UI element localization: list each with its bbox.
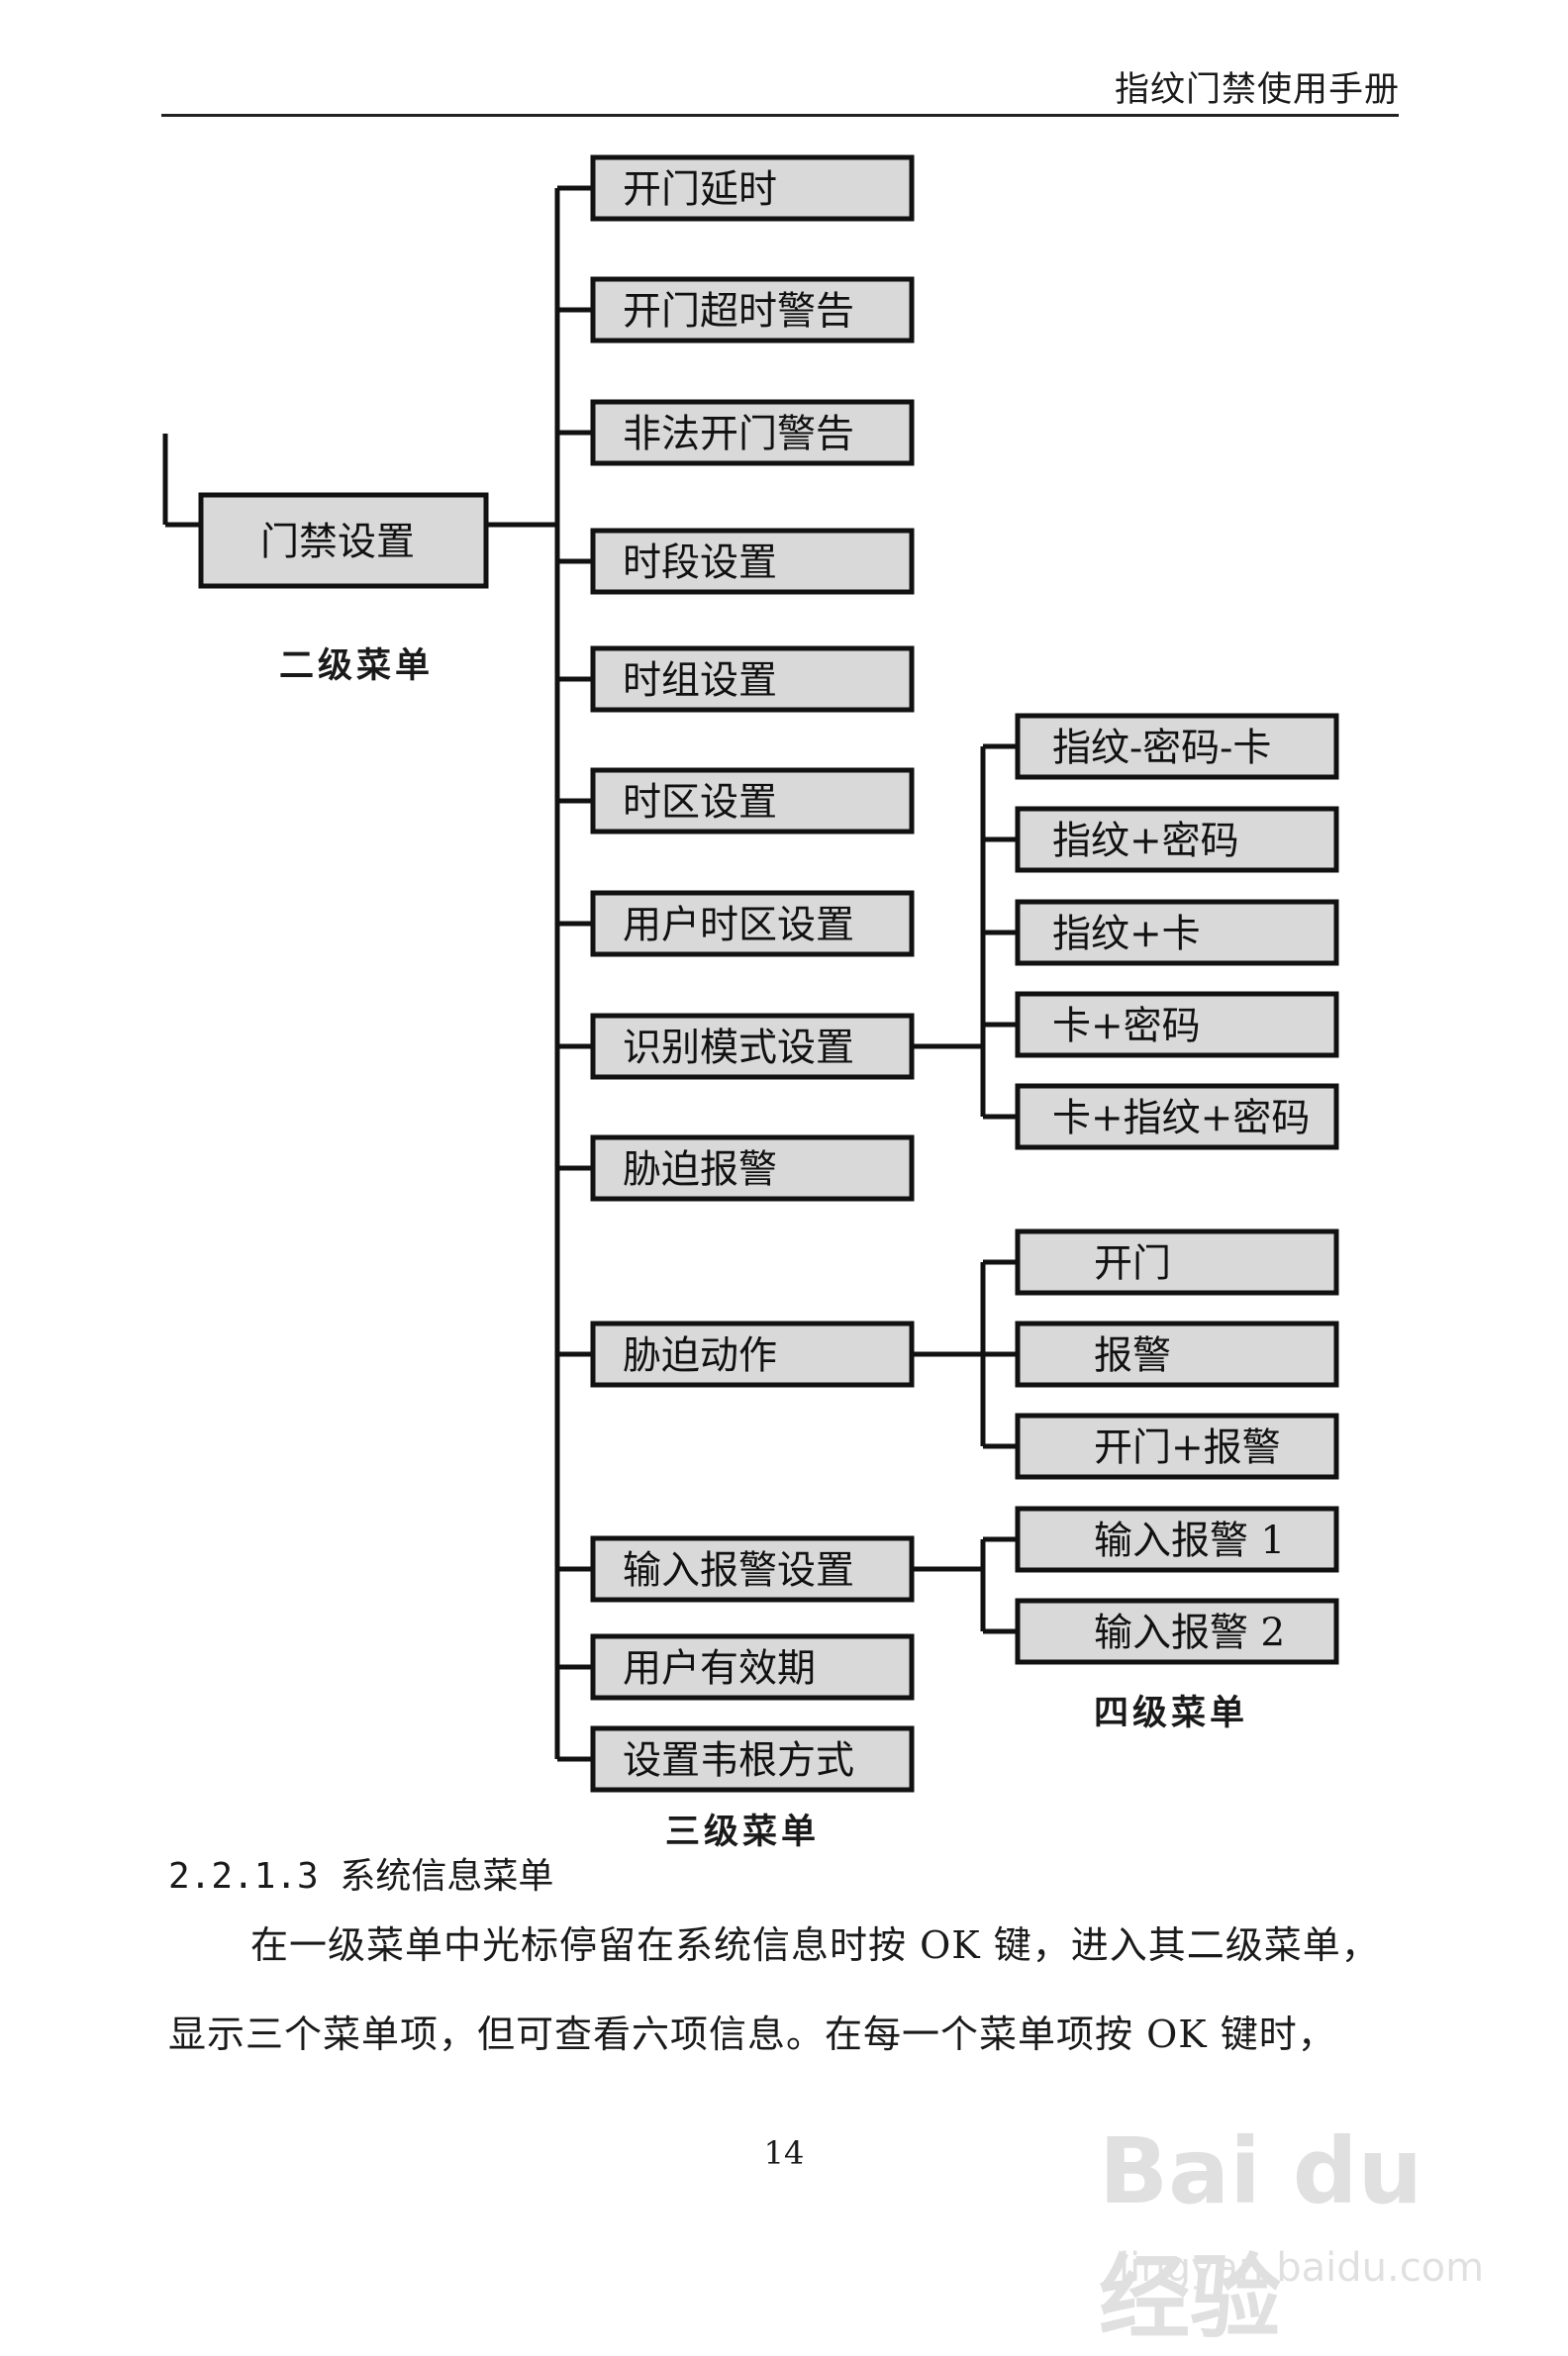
level4-caption: 四级菜单 xyxy=(1094,1693,1249,1733)
level3-item-10: 胁迫动作 xyxy=(590,1321,915,1388)
level3-item-5-box xyxy=(590,645,915,713)
recognition-mode-item-5-label: 卡+指纹+密码 xyxy=(1052,1097,1310,1141)
duress-action-item-3-label: 开门+报警 xyxy=(1094,1426,1281,1471)
duress-action-item-2: 报警 xyxy=(1015,1321,1339,1388)
input-alarm-item-2: 输入报警 2 xyxy=(1015,1598,1339,1665)
level3-item-5: 时组设置 xyxy=(590,645,915,713)
input-alarm-item-1-label: 输入报警 1 xyxy=(1094,1520,1285,1564)
recognition-mode-item-2: 指纹+密码 xyxy=(1015,806,1339,873)
level3-item-4: 时段设置 xyxy=(590,528,915,595)
menu-tree-diagram: 门禁设置 开门延时开门超时警告非法开门警告时段设置时组设置时区设置用户时区设置识别… xyxy=(162,154,1339,1793)
watermark-url: jingyan.baidu.com xyxy=(1119,2245,1485,2291)
input-alarm-item-2-label: 输入报警 2 xyxy=(1094,1612,1285,1656)
recognition-mode-item-5: 卡+指纹+密码 xyxy=(1015,1083,1339,1150)
level3-item-2: 开门超时警告 xyxy=(590,276,915,344)
recognition-mode-item-2-label: 指纹+密码 xyxy=(1052,820,1239,864)
level3-item-1-box xyxy=(590,154,915,222)
level3-item-11-label: 输入报警设置 xyxy=(623,1549,854,1594)
level3-item-12-label: 用户有效期 xyxy=(623,1647,816,1692)
level3-item-6-label: 时区设置 xyxy=(623,781,777,826)
watermark: Bai du 经验 jingyan.baidu.com xyxy=(1099,2099,1495,2351)
level3-item-13-label: 设置韦根方式 xyxy=(623,1739,854,1784)
level3-item-2-label: 开门超时警告 xyxy=(623,290,854,335)
level3-item-8: 识别模式设置 xyxy=(590,1013,915,1080)
level3-item-13: 设置韦根方式 xyxy=(590,1725,915,1793)
input-alarm-item-2-box xyxy=(1015,1598,1339,1665)
level3-item-7: 用户时区设置 xyxy=(590,890,915,957)
watermark-logo-text: Bai du 经验 xyxy=(1099,2118,1423,2351)
recognition-mode-item-1: 指纹-密码-卡 xyxy=(1015,713,1339,780)
recognition-mode-item-1-box xyxy=(1015,713,1339,780)
level3-item-10-label: 胁迫动作 xyxy=(623,1334,777,1379)
level2-node-access-control-label: 门禁设置 xyxy=(260,521,415,565)
level2-node-access-control: 门禁设置 xyxy=(198,492,489,589)
recognition-mode-item-4: 卡+密码 xyxy=(1015,991,1339,1058)
level3-item-9: 胁迫报警 xyxy=(590,1134,915,1202)
recognition-mode-item-5-box xyxy=(1015,1083,1339,1150)
level3-item-11-box xyxy=(590,1535,915,1603)
level3-item-2-box xyxy=(590,276,915,344)
level3-item-1: 开门延时 xyxy=(590,154,915,222)
level3-item-3-box xyxy=(590,399,915,466)
recognition-mode-item-3-box xyxy=(1015,899,1339,966)
level3-item-3-label: 非法开门警告 xyxy=(623,413,854,457)
level3-item-12-box xyxy=(590,1633,915,1701)
duress-action-item-2-box xyxy=(1015,1321,1339,1388)
level3-item-4-label: 时段设置 xyxy=(623,541,777,586)
level3-item-3: 非法开门警告 xyxy=(590,399,915,466)
level3-item-12: 用户有效期 xyxy=(590,1633,915,1701)
level3-caption: 三级菜单 xyxy=(665,1812,821,1852)
input-alarm-item-1: 输入报警 1 xyxy=(1015,1506,1339,1573)
section-heading: 2.2.1.3 系统信息菜单 xyxy=(168,1856,554,1897)
level3-item-7-label: 用户时区设置 xyxy=(623,904,854,948)
recognition-mode-item-1-label: 指纹-密码-卡 xyxy=(1052,727,1271,771)
recognition-mode-item-4-box xyxy=(1015,991,1339,1058)
recognition-mode-item-2-box xyxy=(1015,806,1339,873)
level3-item-1-label: 开门延时 xyxy=(623,168,777,213)
page-number: 14 xyxy=(763,2134,805,2172)
level3-item-6: 时区设置 xyxy=(590,767,915,834)
level3-item-11: 输入报警设置 xyxy=(590,1535,915,1603)
duress-action-item-2-label: 报警 xyxy=(1094,1334,1171,1379)
duress-action-item-1: 开门 xyxy=(1015,1228,1339,1296)
level2-caption: 二级菜单 xyxy=(279,645,435,686)
recognition-mode-item-3: 指纹+卡 xyxy=(1015,899,1339,966)
level3-item-8-label: 识别模式设置 xyxy=(623,1027,854,1071)
header-divider xyxy=(161,114,1399,117)
duress-action-item-1-box xyxy=(1015,1228,1339,1296)
level2-node-access-control-box xyxy=(198,492,489,589)
level3-item-9-label: 胁迫报警 xyxy=(623,1148,777,1193)
input-alarm-item-1-box xyxy=(1015,1506,1339,1573)
level3-item-5-label: 时组设置 xyxy=(623,659,777,704)
paragraph-line-1: 在一级菜单中光标停留在系统信息时按 OK 键，进入其二级菜单， xyxy=(250,1923,1380,1967)
level3-item-13-box xyxy=(590,1725,915,1793)
duress-action-item-3-box xyxy=(1015,1413,1339,1480)
level3-item-4-box xyxy=(590,528,915,595)
level3-item-6-box xyxy=(590,767,915,834)
duress-action-item-3: 开门+报警 xyxy=(1015,1413,1339,1480)
level3-item-9-box xyxy=(590,1134,915,1202)
recognition-mode-item-4-label: 卡+密码 xyxy=(1052,1005,1201,1049)
paragraph-line-2: 显示三个菜单项，但可查看六项信息。在每一个菜单项按 OK 键时， xyxy=(168,2012,1336,2056)
duress-action-item-1-label: 开门 xyxy=(1094,1242,1171,1287)
level3-item-7-box xyxy=(590,890,915,957)
recognition-mode-item-3-label: 指纹+卡 xyxy=(1052,913,1201,957)
header-title: 指纹门禁使用手册 xyxy=(1114,70,1400,110)
